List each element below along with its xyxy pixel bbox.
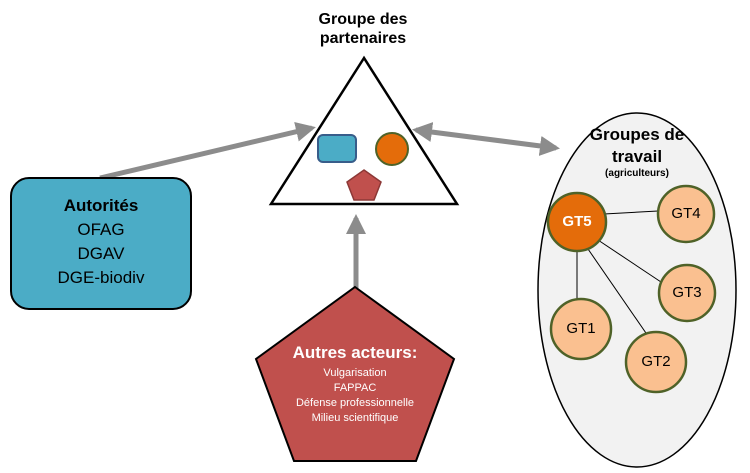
other-actors-content: Autres acteurs: Vulgarisation FAPPAC Déf… xyxy=(270,343,440,426)
group-label-gt3: GT3 xyxy=(672,284,702,301)
group-circle-gt5 xyxy=(546,191,608,253)
partners-title: Groupe des partenaires xyxy=(290,10,436,48)
partner-authority-square xyxy=(317,134,357,163)
group-circle-gt4 xyxy=(656,184,716,244)
link-gt5-gt2 xyxy=(587,248,649,337)
arrow-authorities-to-partners xyxy=(99,121,316,181)
group-circle-gt1 xyxy=(549,297,613,361)
group-circle-gt3 xyxy=(657,263,717,323)
authority-item: OFAG xyxy=(77,220,125,239)
working-groups-title: Groupes de travail (agriculteurs) xyxy=(557,124,717,179)
other-actors-pentagon xyxy=(254,285,456,462)
partners-triangle xyxy=(268,55,460,206)
group-label-gt2: GT2 xyxy=(641,353,671,370)
partners-title-line2: partenaires xyxy=(319,30,407,47)
other-actor-item: FAPPAC xyxy=(333,382,377,394)
group-circle-gt2 xyxy=(624,330,688,394)
authority-item: DGE-biodiv xyxy=(57,268,145,287)
partner-actor-pentagon xyxy=(346,169,382,201)
group-label-gt5: GT5 xyxy=(562,213,592,230)
partner-group-circle xyxy=(375,132,409,166)
authorities-title: Autorités xyxy=(63,196,139,215)
other-actor-item: Défense professionnelle xyxy=(295,397,415,409)
group-label-gt1: GT1 xyxy=(566,320,596,337)
other-actor-item: Milieu scientifique xyxy=(311,412,399,424)
link-gt5-gt3 xyxy=(597,239,662,283)
working-groups-title-line1: Groupes de xyxy=(589,125,685,144)
authorities-content: Autorités OFAG DGAV DGE-biodiv xyxy=(11,194,191,290)
arrow-partners-working-groups xyxy=(412,122,560,156)
authorities-box xyxy=(10,177,192,310)
partners-title-line1: Groupe des xyxy=(318,11,408,28)
other-actor-item: Vulgarisation xyxy=(323,367,387,379)
group-label-gt4: GT4 xyxy=(671,205,701,222)
link-gt5-gt4 xyxy=(603,210,659,215)
working-groups-subtitle: (agriculteurs) xyxy=(605,168,669,179)
other-actors-title: Autres acteurs: xyxy=(292,343,418,362)
working-groups-title-line2: travail xyxy=(611,147,663,166)
authority-item: DGAV xyxy=(77,244,125,263)
